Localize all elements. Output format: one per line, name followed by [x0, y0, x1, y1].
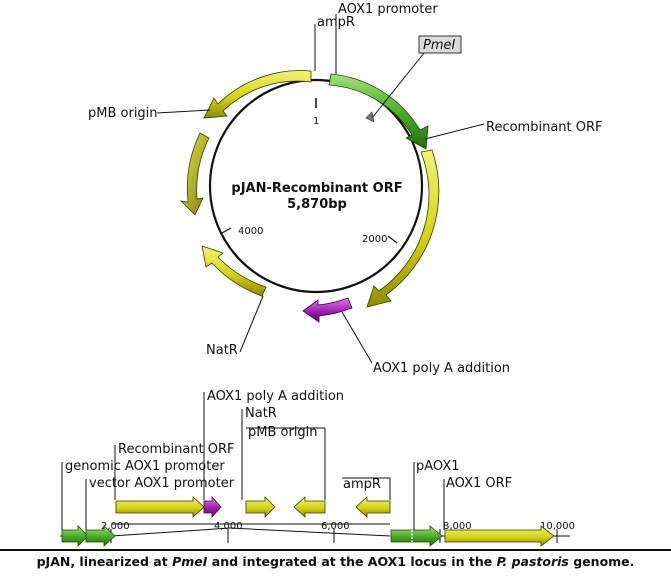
caption-part-2: PmeI [172, 554, 208, 569]
linear-label-vector-aox1-promoter: vector AOX1 promoter [89, 476, 235, 491]
caption-rule [0, 549, 671, 551]
linear-paox1 [390, 525, 443, 547]
label-aox1-promoter: AOX1 promoter [338, 2, 438, 17]
linear-genomic-aox1-promoter [61, 525, 89, 547]
linear-pmb-origin [293, 496, 326, 518]
plasmid-name: pJAN-Recombinant ORF [231, 181, 402, 196]
recombinant-orf-leader [424, 123, 485, 140]
linear-label-natr: NatR [245, 406, 277, 421]
linear-tick-label-10000: 10,000 [540, 521, 575, 532]
linear-tick-label-4000: 4,000 [214, 521, 243, 532]
pmb-origin-leader [156, 109, 211, 114]
linear-label-ampr: ampR [343, 477, 381, 492]
aox1-promoter-arc [328, 73, 429, 150]
caption-part-3: and integrated at the AOX1 locus in the [207, 554, 497, 569]
pmb-origin-lower-arc [179, 132, 210, 216]
pmb-origin-arc [203, 70, 312, 119]
label-natr: NatR [206, 343, 238, 358]
label-aox1-polya: AOX1 poly A addition [373, 361, 510, 376]
linear-label-pmb-origin: pMB origin [248, 425, 318, 440]
pmei-box [418, 35, 462, 54]
label-recombinant-orf: Recombinant ORF [486, 120, 603, 135]
tick-2000 [387, 235, 398, 244]
linear-label-genomic-aox1-promoter: genomic AOX1 promoter [65, 459, 225, 474]
plasmid-backbone [208, 78, 424, 294]
linear-tick-label-6000: 6,000 [321, 521, 350, 532]
recombinant-orf-arc [366, 149, 440, 308]
linear-recombinant-orf [115, 496, 205, 518]
linear-ampr [355, 496, 391, 518]
linear-aox1-orf [444, 525, 555, 547]
linear-natr [245, 496, 276, 518]
plasmid-size: 5,870bp [287, 197, 347, 212]
linear-vector-aox1-promoter [85, 525, 116, 547]
linear-label-aox1-orf: AOX1 ORF [446, 476, 512, 491]
linear-backbone-d [229, 527, 391, 537]
figure-caption: pJAN, linearized at PmeI and integrated … [0, 554, 671, 569]
tick-4000 [221, 227, 232, 234]
tick-label-1: 1 [313, 116, 319, 127]
pmei-leader [371, 52, 425, 119]
linear-aox1-polya [203, 495, 222, 519]
aox1-polya-arc [302, 297, 353, 323]
label-pmb-origin: pMB origin [88, 106, 158, 121]
linear-label-recombinant-orf: Recombinant ORF [118, 442, 235, 457]
linear-label-paox1: pAOX1 [416, 459, 460, 474]
linear-label-aox1-polya: AOX1 poly A addition [207, 389, 344, 404]
label-pmei: PmeI [423, 38, 456, 53]
linear-backbone-c [111, 527, 231, 537]
linear-tick-label-2000: 2,000 [101, 521, 130, 532]
caption-part-4: P. pastoris [496, 554, 569, 569]
tick-label-4000: 4000 [238, 226, 263, 237]
natr-arc [201, 245, 267, 297]
tick-label-2000: 2000 [362, 234, 387, 245]
caption-part-1: pJAN, linearized at [36, 554, 173, 569]
aox1-polya-leader [341, 311, 373, 364]
linear-tick-label-8000: 8,000 [443, 521, 472, 532]
caption-part-5: genome. [568, 554, 635, 569]
natr-leader [239, 295, 264, 353]
